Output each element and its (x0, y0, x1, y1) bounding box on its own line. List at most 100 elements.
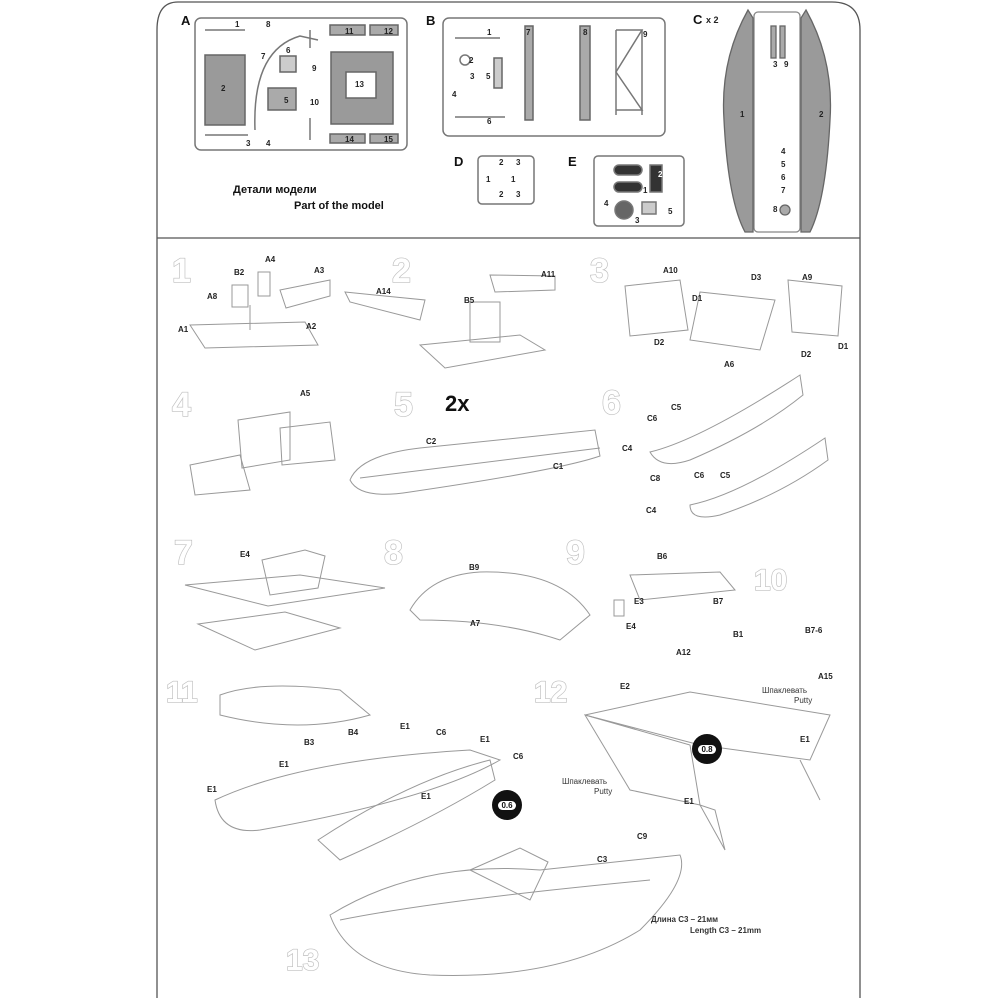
drill-size-badge: 0.8 (692, 734, 722, 764)
step-part-label: E3 (634, 597, 644, 606)
step-part-label: E4 (626, 622, 636, 631)
step-part-label: A6 (724, 360, 735, 369)
step-part-label: A9 (802, 273, 813, 282)
sprue-b-label: B (426, 13, 436, 28)
step-multiplier: 2x (445, 391, 470, 416)
sprue-c-part: 5 (781, 160, 786, 169)
step-number: 10 (753, 563, 788, 597)
step-number: 6 (601, 383, 621, 422)
step-part-label: A3 (314, 266, 325, 275)
step-number: 13 (285, 943, 320, 977)
sprue-b-part: 7 (526, 28, 531, 37)
step-part-label: A7 (470, 619, 481, 628)
sprue-e-part: 4 (604, 199, 609, 208)
step-part-label: A14 (376, 287, 391, 296)
step-number: 4 (171, 385, 191, 424)
sprue-e-part: 1 (643, 186, 648, 195)
step-part-label: C8 (650, 474, 661, 483)
step-part-label: B1 (733, 630, 744, 639)
putty-note-en: Putty (594, 787, 613, 796)
assembly-sketches (184, 271, 843, 976)
step-part-label: B2 (234, 268, 245, 277)
step-part-label: E1 (207, 785, 217, 794)
step-part-label: C6 (436, 728, 447, 737)
step-part-label: C6 (694, 471, 705, 480)
sprue-c-label: C (693, 12, 703, 27)
step-part-label: C2 (426, 437, 437, 446)
step-part-label: B5 (464, 296, 475, 305)
step-part-label: B4 (348, 728, 359, 737)
sprue-a-part: 5 (284, 96, 289, 105)
sprue-e-label: E (568, 154, 577, 169)
step-number: 12 (533, 675, 568, 709)
sprue-b-drawing (442, 17, 666, 137)
step-part-label: C1 (553, 462, 564, 471)
step-part-label: E1 (800, 735, 810, 744)
drill-size-value: 0.6 (498, 800, 516, 810)
sprue-e-part: 5 (668, 207, 673, 216)
sprue-d-part: 2 (499, 158, 504, 167)
step-part-label: E1 (480, 735, 490, 744)
step-number: 5 (393, 385, 413, 424)
step-part-label: C3 (597, 855, 608, 864)
sprue-c-multiplier: x 2 (706, 15, 719, 25)
sprue-a-part: 3 (246, 139, 251, 148)
step-part-label: B9 (469, 563, 480, 572)
step-part-label: D2 (801, 350, 812, 359)
step-part-label: B7-6 (805, 626, 823, 635)
sprue-a-part: 1 (235, 20, 240, 29)
step-number: 7 (173, 533, 193, 572)
sprue-a-part: 11 (345, 27, 354, 36)
sprue-a-part: 10 (310, 98, 319, 107)
sprue-e-drawing (593, 155, 685, 227)
sprue-d-part: 2 (499, 190, 504, 199)
length-note-en: Length C3 – 21mm (690, 926, 762, 935)
step-part-label: A8 (207, 292, 218, 301)
step-part-label: D1 (692, 294, 703, 303)
sprue-c-part: 3 (773, 60, 778, 69)
sprue-a-part: 8 (266, 20, 271, 29)
sprue-e-part: 3 (635, 216, 640, 225)
step-part-label: E4 (240, 550, 250, 559)
sprue-a-part: 14 (345, 135, 354, 144)
sprue-c-part: 4 (781, 147, 786, 156)
step-part-label: A12 (676, 648, 691, 657)
step-part-label: B7 (713, 597, 724, 606)
putty-note-en: Putty (794, 696, 813, 705)
sprue-a-part: 15 (384, 135, 393, 144)
putty-note-ru: Шпаклевать (562, 777, 608, 786)
step-number: 2 (391, 251, 411, 290)
sprue-d-label: D (454, 154, 464, 169)
sprue-e-part: 2 (658, 170, 663, 179)
sprue-c-part: 8 (773, 205, 778, 214)
sprue-a-part: 9 (312, 64, 317, 73)
step-part-label: A1 (178, 325, 189, 334)
sprue-b-part: 1 (487, 28, 492, 37)
step-part-label: E2 (620, 682, 630, 691)
step-part-label: C6 (513, 752, 524, 761)
step-number: 11 (165, 675, 198, 709)
header-title-ru: Детали модели (233, 184, 317, 196)
step-part-label: A11 (541, 270, 556, 279)
step-part-label: C5 (671, 403, 682, 412)
sprue-d-drawing (477, 155, 535, 205)
step-part-label: A4 (265, 255, 276, 264)
step-part-label: C4 (622, 444, 633, 453)
header-title-en: Part of the model (294, 200, 384, 212)
step-part-label: E1 (684, 797, 694, 806)
step-part-label: C9 (637, 832, 648, 841)
sprue-b-part: 5 (486, 72, 491, 81)
step-part-label: E1 (400, 722, 410, 731)
step-part-label: A15 (818, 672, 833, 681)
sprue-a-part: 12 (384, 27, 393, 36)
drill-size-badge: 0.6 (492, 790, 522, 820)
sprue-d-part: 3 (516, 158, 521, 167)
sprue-d-part: 1 (486, 175, 491, 184)
step-part-label: A5 (300, 389, 311, 398)
step-number: 8 (383, 533, 403, 572)
step-part-label: D1 (838, 342, 849, 351)
sprue-c-part: 1 (740, 110, 745, 119)
sprue-b-part: 2 (469, 56, 474, 65)
